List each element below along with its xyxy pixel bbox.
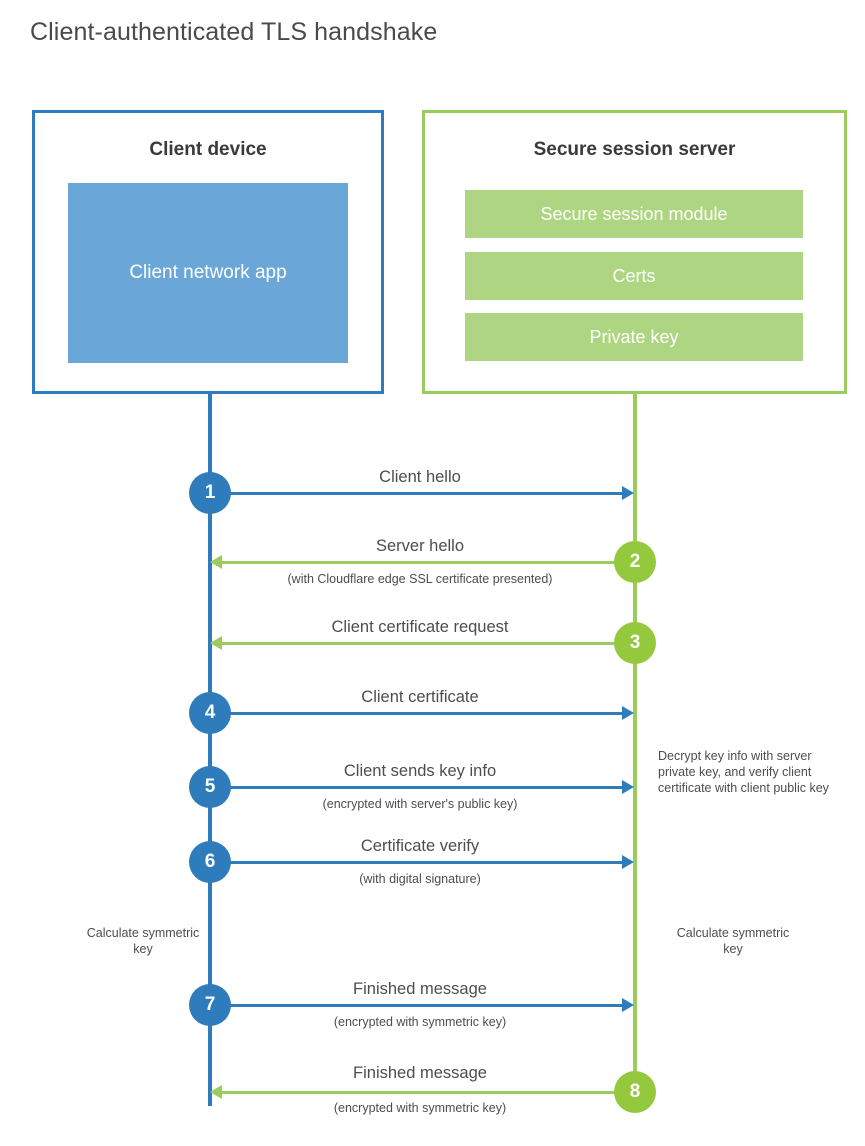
step-1-label: Client hello [379, 468, 461, 486]
server-module-label: Secure session module [540, 203, 728, 224]
step-7-arrow-head [622, 998, 634, 1012]
step-5-arrow-shaft [210, 786, 622, 789]
step-marker-7[interactable]: 7 [189, 984, 231, 1026]
server-module-certs: Certs [465, 252, 803, 300]
client-network-app-label: Client network app [129, 262, 287, 283]
step-number: 5 [204, 776, 216, 797]
step-marker-2[interactable]: 2 [614, 541, 656, 583]
step-number: 3 [629, 632, 641, 653]
step-3-arrow-head [210, 636, 222, 650]
step-number: 2 [629, 551, 641, 572]
step-7-label: Finished message [353, 980, 487, 998]
step-1-arrow-head [622, 486, 634, 500]
secure-session-server-title: Secure session server [533, 139, 736, 160]
step-2-sublabel: (with Cloudflare edge SSL certificate pr… [287, 572, 553, 586]
step-1-arrow-shaft [210, 492, 622, 495]
step-4-label: Client certificate [361, 688, 479, 706]
step-7-arrow-shaft [210, 1004, 622, 1007]
step-6-sublabel: (with digital signature) [359, 872, 481, 886]
step-7-sublabel: (encrypted with symmetric key) [333, 1015, 507, 1029]
client-lifeline [208, 393, 212, 1106]
step-number: 7 [204, 994, 216, 1015]
step-2-arrow-head [210, 555, 222, 569]
server-lifeline [633, 393, 637, 1093]
step-8-label: Finished message [353, 1064, 487, 1082]
step-number: 1 [204, 482, 216, 503]
step-6-arrow-shaft [210, 861, 622, 864]
step-3-arrow-shaft [222, 642, 634, 645]
server-module-label: Private key [589, 326, 679, 347]
step-4-arrow-head [622, 706, 634, 720]
step-8-sublabel: (encrypted with symmetric key) [333, 1101, 507, 1115]
step-marker-8[interactable]: 8 [614, 1071, 656, 1113]
step-number: 6 [204, 851, 216, 872]
step-5-label: Client sends key info [343, 762, 497, 780]
step-2-label: Server hello [375, 537, 465, 555]
step-8-arrow-shaft [222, 1091, 634, 1094]
step-8-arrow-head [210, 1085, 222, 1099]
client-network-app-block: Client network app [68, 183, 348, 363]
server-module-secure-session-module: Secure session module [465, 190, 803, 238]
client-calculate-symmetric-key-note: Calculate symmetric key [86, 926, 200, 956]
step-marker-4[interactable]: 4 [189, 692, 231, 734]
step-3-label: Client certificate request [331, 618, 509, 636]
step-marker-5[interactable]: 5 [189, 766, 231, 808]
server-calculate-symmetric-key-note: Calculate symmetric key [676, 926, 790, 956]
step-6-label: Certificate verify [360, 837, 480, 855]
step-6-arrow-head [622, 855, 634, 869]
step-number: 8 [629, 1081, 641, 1102]
step-marker-6[interactable]: 6 [189, 841, 231, 883]
server-module-private-key: Private key [465, 313, 803, 361]
step-5-sublabel: (encrypted with server's public key) [322, 797, 518, 811]
step-number: 4 [204, 702, 216, 723]
step-2-arrow-shaft [222, 561, 634, 564]
step-marker-1[interactable]: 1 [189, 472, 231, 514]
step-4-arrow-shaft [210, 712, 622, 715]
server-module-label: Certs [612, 265, 656, 286]
page-title: Client-authenticated TLS handshake [30, 18, 438, 46]
step-5-arrow-head [622, 780, 634, 794]
step-marker-3[interactable]: 3 [614, 622, 656, 664]
server-decrypt-note: Decrypt key info with server private key… [658, 749, 829, 795]
client-device-title: Client device [149, 139, 267, 160]
